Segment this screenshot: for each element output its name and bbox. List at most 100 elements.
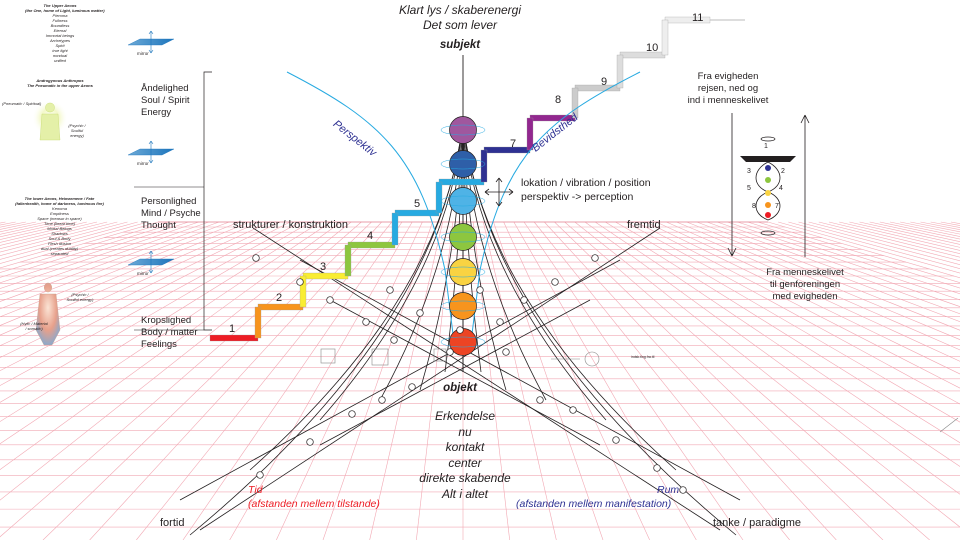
journey-up-text: Fra menneskelivet til genforeningen med … <box>745 267 865 303</box>
axis-line <box>329 299 601 446</box>
axis-line <box>299 259 741 501</box>
subject-label: subjekt <box>439 39 481 51</box>
node-circle <box>386 286 394 294</box>
mini-chakra-icon <box>765 177 771 183</box>
base-ring-icon <box>760 230 776 236</box>
grid-line <box>686 221 960 331</box>
human-body-icon <box>35 282 61 346</box>
chakra-halo <box>440 195 486 207</box>
stair-tread <box>394 209 440 217</box>
mini-label: indsk.ting.fra.til <box>631 355 655 359</box>
stair-tread <box>438 178 485 186</box>
chakra-column <box>440 116 514 356</box>
chakra-line: lokation / vibration / position <box>521 177 651 189</box>
grid-line <box>696 221 960 323</box>
tower-line <box>462 119 737 536</box>
stair-riser <box>571 87 579 119</box>
chakra-circle <box>449 116 477 144</box>
journey-line: til genforeningen <box>769 279 841 290</box>
grid-line <box>0 221 148 264</box>
chakra-circle <box>449 223 477 251</box>
node-circle <box>569 406 577 414</box>
aeon-item: Soul & Body <box>48 236 71 241</box>
stair-number: 4 <box>367 230 374 242</box>
grid-line <box>656 221 960 362</box>
grid-line <box>849 221 960 248</box>
anthropos-figure-icon <box>39 102 61 141</box>
stair-number: 5 <box>414 198 421 210</box>
stair-number: 11 <box>692 12 704 24</box>
mini-chakra-icon <box>765 202 771 208</box>
aeon-item: dual (creates duality) <box>40 246 79 251</box>
cube-icon <box>320 348 336 364</box>
node-circle <box>456 326 464 334</box>
grid-line <box>0 221 281 358</box>
psychic-label-lower: (Psychic / Soulful energy) <box>66 292 94 302</box>
stair-riser <box>254 306 262 339</box>
grid-line <box>513 221 697 540</box>
journey-line: ind i menneskelivet <box>687 95 769 106</box>
grid-line <box>0 221 291 372</box>
chakra-halo <box>440 266 486 278</box>
stair-tread <box>302 272 349 280</box>
aeon-item: Boundless <box>50 23 70 28</box>
grid-line <box>0 221 342 470</box>
journey-line: med evigheden <box>772 291 838 302</box>
chakra-circle <box>449 187 477 215</box>
level-line: Åndelighed <box>141 83 189 94</box>
grid-line <box>369 221 443 540</box>
grid-line <box>0 221 220 302</box>
grid-line <box>635 221 960 389</box>
mini-chakra-icon <box>765 190 771 196</box>
stair-number: 1 <box>229 323 236 335</box>
figure-number: 3 <box>747 168 751 175</box>
psychic-label-upper: (Psychic / Soulful energy) <box>68 123 86 138</box>
figure-number: 7 <box>775 203 779 210</box>
node-circle <box>362 318 370 326</box>
journey-line: rejsen, ned og <box>697 83 759 94</box>
node-circle <box>252 254 260 262</box>
level-line: Mind / Psyche <box>141 208 201 219</box>
aeon-item: Archetypes <box>49 38 70 43</box>
perspektiv-curve <box>286 71 456 351</box>
mirror-label: mirror <box>137 51 149 56</box>
upper-aeons-title: The Upper Aeons <box>43 3 77 8</box>
node-circle <box>446 348 454 356</box>
object-line: nu <box>458 424 472 439</box>
grid-line <box>0 221 362 538</box>
aeon-item: Flesh illusion <box>47 241 72 246</box>
grid-line <box>920 221 960 230</box>
chakra-halo <box>440 158 486 170</box>
grid-line <box>584 221 960 495</box>
level-mind: Personlighed Mind / Psyche Thought <box>141 196 201 232</box>
tid-sub-label: (afstanden mellem tilstande) <box>248 498 380 510</box>
grid-line <box>0 221 240 318</box>
chakra-halo <box>440 124 486 136</box>
grid-line <box>747 221 960 289</box>
stair-number: 10 <box>646 42 659 54</box>
grid-line <box>717 221 960 307</box>
grid-line <box>950 221 960 224</box>
grid-line <box>0 221 352 501</box>
axis-fortid: fortid <box>160 517 185 529</box>
stair-number: 9 <box>601 76 608 88</box>
grid-line <box>625 221 960 405</box>
node-circle <box>612 436 620 444</box>
hylic-label: (Hylic / Material / somatic) <box>20 321 48 331</box>
halo-icon <box>760 136 776 142</box>
grid-line <box>737 221 960 295</box>
figure-number: 2 <box>781 168 785 175</box>
axis-fremtid: fremtid <box>627 219 661 231</box>
object-line: center <box>448 455 482 470</box>
staircase <box>209 16 745 342</box>
misc-graphics <box>32 30 959 433</box>
grid-line <box>523 221 744 540</box>
grid-line <box>0 221 108 249</box>
grid-line <box>554 221 884 540</box>
grid-line <box>594 221 960 467</box>
stair-tread <box>347 241 396 249</box>
figure-number: 8 <box>752 203 756 210</box>
aeon-item: Kenoma <box>52 206 67 211</box>
grid-line <box>533 221 790 540</box>
grid-line <box>182 221 403 540</box>
